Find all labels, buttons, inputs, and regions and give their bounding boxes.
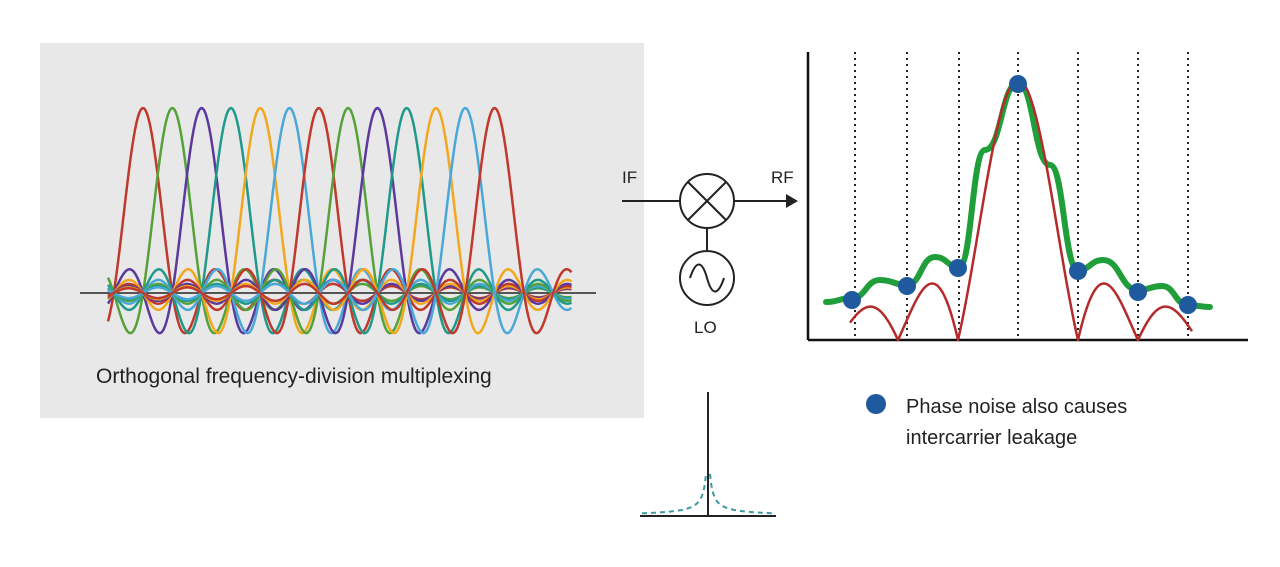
- legend-text-line1: Phase noise also causes: [906, 396, 1128, 418]
- leakage-marker-4: [1009, 75, 1027, 93]
- ofdm-panel: Orthogonal frequency-division multiplexi…: [40, 43, 644, 418]
- lo-label: LO: [694, 318, 717, 337]
- ideal-spectrum-curve: [849, 78, 1194, 342]
- legend-marker-icon: [866, 394, 886, 414]
- legend-text: Phase noise also causes intercarrier lea…: [906, 392, 1226, 454]
- mixer-x-icon: [679, 173, 735, 229]
- rf-arrow-head: [786, 194, 798, 208]
- leakage-marker-3: [949, 259, 967, 277]
- leakage-marker-6: [1129, 283, 1147, 301]
- phase-noise-inset: [640, 392, 776, 517]
- pn-curve-left: [641, 473, 707, 515]
- leakage-marker-1: [843, 291, 861, 309]
- pn-curve-right: [709, 473, 775, 515]
- ofdm-caption: Orthogonal frequency-division multiplexi…: [96, 365, 492, 388]
- rf-label: RF: [771, 168, 794, 187]
- legend-text-line2: intercarrier leakage: [906, 427, 1078, 449]
- leakage-marker-5: [1069, 262, 1087, 280]
- ofdm-subcarriers-plot: [80, 106, 596, 335]
- ofdm-subcarrier-13: [107, 106, 573, 335]
- leakage-marker-7: [1179, 296, 1197, 314]
- spectrum-plot: [806, 52, 1248, 342]
- mixer-block: [622, 173, 798, 306]
- noisy-spectrum-curve: [823, 80, 1213, 310]
- ofdm-subcarrier-12: [107, 106, 573, 335]
- if-label: IF: [622, 168, 638, 187]
- sine-wave-icon: [679, 250, 735, 306]
- leakage-marker-2: [898, 277, 916, 295]
